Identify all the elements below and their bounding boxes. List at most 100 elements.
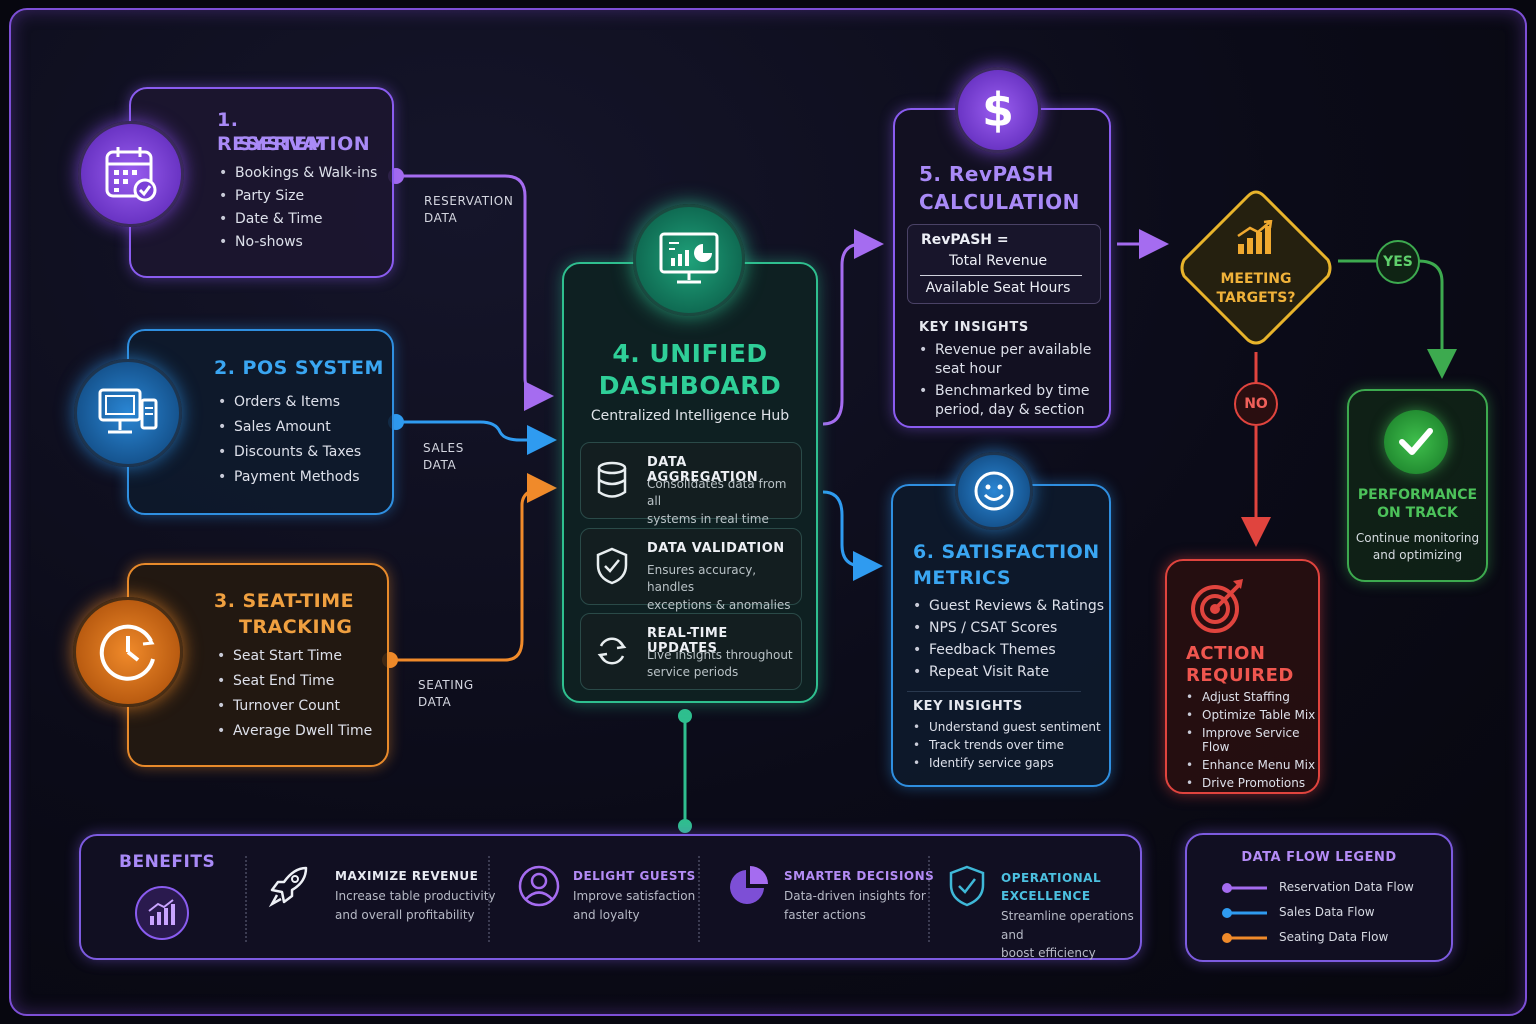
satisfaction-item: Feedback Themes [913,642,1104,658]
performance-on-track-card: PERFORMANCE ON TRACK Continue monitoring… [1347,389,1488,582]
action-item: Drive Promotions [1186,776,1318,790]
formula-denominator: Available Seat Hours [925,280,1071,296]
pos-item: Sales Amount [218,419,361,435]
reservation-items: Bookings & Walk-ins Party Size Date & Ti… [219,165,377,250]
pos-items: Orders & Items Sales Amount Discounts & … [218,394,361,485]
pos-item: Orders & Items [218,394,361,410]
revpash-title-line2: CALCULATION [919,190,1080,214]
unified-dashboard-card: 4. UNIFIED DASHBOARD Centralized Intelli… [562,262,818,703]
dashboard-title-line2: DASHBOARD [598,371,782,400]
decision-line1: MEETING [1220,271,1292,287]
shield-check-icon [596,547,628,585]
seating-data-label: SEATING DATA [418,677,474,712]
benefits-heading: BENEFITS [119,852,216,872]
no-badge: NO [1234,382,1278,426]
seating-data-label-line1: SEATING [418,678,474,692]
satisfaction-item: Guest Reviews & Ratings [913,598,1104,614]
data-aggregation-title: DATA AGGREGATION [647,455,759,485]
legend-label: Reservation Data Flow [1279,880,1414,894]
action-item: Improve Service Flow [1186,726,1318,754]
revpash-insights-heading: KEY INSIGHTS [919,320,1029,335]
refresh-icon [597,637,627,665]
action-line2: REQUIRED [1186,665,1294,686]
no-label: NO [1244,396,1268,412]
reservation-data-label: RESERVATION DATA [424,193,513,228]
action-item: Adjust Staffing [1186,690,1318,704]
satisfaction-item: Repeat Visit Rate [913,664,1104,680]
reservation-item: Date & Time [219,211,377,227]
decision-line2: TARGETS? [1216,290,1296,306]
rocket-icon [268,866,308,908]
dashboard-subtitle: Centralized Intelligence Hub [590,408,790,424]
reservation-item: Party Size [219,188,377,204]
pie-chart-icon [730,866,768,904]
reservation-title-line2: SYSTEM [238,133,327,155]
monitor-chart-icon [633,204,745,316]
user-icon [518,865,560,907]
legend-heading: DATA FLOW LEGEND [1241,850,1397,865]
reservation-item: No-shows [219,234,377,250]
satisfaction-title-line1: 6. SATISFACTION [913,541,1100,563]
sales-data-label-line1: SALES [423,441,464,455]
satisfaction-insights-heading: KEY INSIGHTS [913,699,1023,714]
seat-time-item: Average Dwell Time [217,723,372,739]
pos-item: Discounts & Taxes [218,444,361,460]
satisfaction-insight: Track trends over time [913,738,1101,752]
bar-growth-icon [1237,220,1273,254]
reservation-item: Bookings & Walk-ins [219,165,377,181]
reservation-data-label-line2: DATA [424,211,458,226]
revpash-formula-box: RevPASH = Total Revenue Available Seat H… [907,224,1101,304]
satisfaction-divider [907,691,1081,692]
legend-label: Sales Data Flow [1279,905,1375,919]
data-validation-title: DATA VALIDATION [647,541,785,556]
benefit-divider [245,856,247,942]
sales-data-label: SALES DATA [423,440,464,475]
pos-title: 2. POS SYSTEM [214,357,384,379]
benefit-title: SMARTER DECISIONS [784,869,935,883]
benefit-title: MAXIMIZE REVENUE [335,869,479,883]
satisfaction-insight: Identify service gaps [913,756,1101,770]
formula-numerator: Total Revenue [948,253,1048,269]
growth-chart-icon [135,886,189,940]
smiley-icon [955,452,1033,530]
seat-time-title-line2: TRACKING [239,616,353,638]
data-flow-legend: DATA FLOW LEGEND Reservation Data Flow S… [1185,833,1453,962]
seat-time-item: Turnover Count [217,698,372,714]
benefit-divider [698,856,700,942]
dashboard-title-line1: 4. UNIFIED [612,339,768,368]
meeting-targets-decision: MEETING TARGETS? [1176,188,1336,348]
pos-item: Payment Methods [218,469,361,485]
real-time-updates-module: REAL-TIME UPDATES Live insights througho… [580,613,802,690]
satisfaction-items: Guest Reviews & Ratings NPS / CSAT Score… [913,598,1104,680]
check-circle-icon [1384,410,1448,474]
action-required-card: ACTION REQUIRED Adjust Staffing Optimize… [1165,559,1320,794]
calendar-check-icon [78,121,184,227]
seat-time-item: Seat Start Time [217,648,372,664]
action-line1: ACTION [1186,643,1266,664]
formula-label: RevPASH = [921,232,1009,248]
sales-data-label-line2: DATA [423,458,457,473]
seat-time-item: Seat End Time [217,673,372,689]
reservation-title-line1: 1. RESERVATION [217,109,371,155]
formula-divider [920,275,1082,276]
action-item: Enhance Menu Mix [1186,758,1318,772]
yes-badge: YES [1376,240,1420,284]
real-time-updates-title: REAL-TIME UPDATES [647,626,728,656]
seat-time-title-line1: 3. SEAT-TIME [214,590,355,612]
pos-terminal-icon [74,359,182,467]
satisfaction-insights: Understand guest sentiment Track trends … [913,720,1101,770]
target-icon [1191,579,1243,633]
data-validation-module: DATA VALIDATION Ensures accuracy, handle… [580,528,802,612]
action-items: Adjust Staffing Optimize Table Mix Impro… [1186,690,1318,790]
benefit-title: DELIGHT GUESTS [573,869,696,883]
benefit-divider [488,856,490,942]
benefits-panel: BENEFITS MAXIMIZE REVENUE Increase table… [79,834,1142,960]
